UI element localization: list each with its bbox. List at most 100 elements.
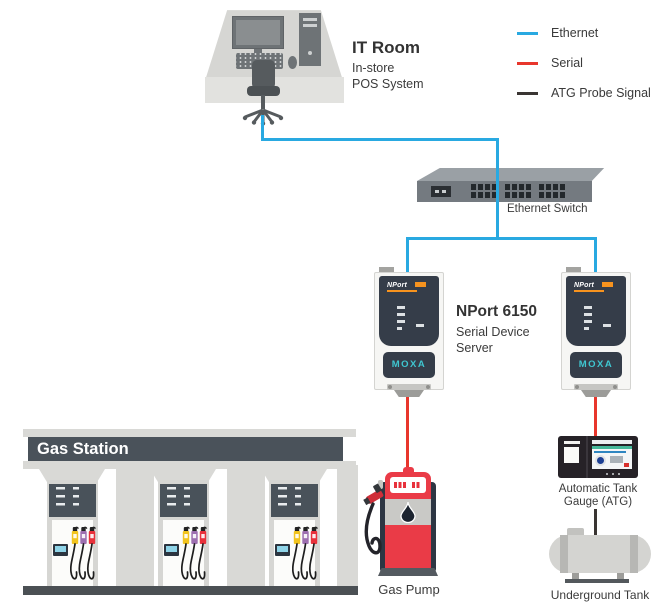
led-indicator (584, 320, 592, 323)
it-room-line1: In-store (352, 61, 395, 75)
gas-station-illustration: Gas Station (22, 424, 362, 596)
legend-label: Serial (551, 56, 583, 70)
price-dashes (56, 487, 65, 508)
legend-label: ATG Probe Signal (551, 86, 651, 100)
legend-item-atg: ATG Probe Signal (517, 86, 651, 100)
console-divider (586, 436, 588, 478)
mouse-icon (288, 56, 297, 69)
ethernet-switch-label: Ethernet Switch (507, 203, 588, 215)
atg-label-line2: Gauge (ATG) (563, 495, 633, 508)
led-indicator (397, 320, 405, 323)
legend-item-ethernet: Ethernet (517, 26, 599, 40)
printer-paper (564, 447, 579, 463)
ethernet-line-nport-left-v (406, 237, 409, 273)
atg-probe-swatch (517, 91, 538, 95)
dispenser-screen (164, 544, 179, 556)
connector-screw (575, 385, 579, 389)
led-indicator (397, 313, 405, 316)
nport-device-icon-left: NPort MOXA (374, 266, 444, 398)
dispenser-screen (275, 544, 290, 556)
console-top-bar (592, 440, 632, 444)
switch-top-face (417, 168, 605, 181)
switch-port-row (505, 184, 532, 190)
nport-logo-chip (415, 282, 426, 287)
nport-logo-bar (387, 290, 417, 292)
nport-device-icon-right: NPort MOXA (561, 266, 631, 398)
pump-nozzle-hose (363, 480, 384, 555)
ethernet-port-tab (379, 267, 394, 274)
atg-label-line1: Automatic Tank (558, 483, 638, 495)
tank-base (565, 579, 629, 583)
ethernet-line-switch-v (496, 138, 499, 240)
pump-display-digits (412, 482, 421, 488)
fuel-drop-icon (400, 501, 416, 523)
it-room-illustration (203, 8, 353, 126)
price-dashes (167, 487, 176, 508)
dispenser-screen (53, 544, 68, 556)
switch-port-row (505, 192, 532, 198)
legend-label: Ethernet (551, 26, 599, 40)
ethernet-port-tab (566, 267, 581, 274)
switch-sfp-module (431, 186, 451, 197)
atg-console-body (558, 436, 638, 478)
monitor-icon (232, 16, 284, 49)
printer-slot (564, 441, 580, 444)
canopy-pillar (337, 465, 358, 588)
atg-probe-line (594, 509, 597, 538)
it-room-line2: POS System (352, 77, 424, 91)
price-dashes (73, 487, 79, 508)
connector-screw (388, 385, 392, 389)
connector-screw (613, 385, 617, 389)
legend-item-serial: Serial (517, 56, 583, 70)
serial-connector-plug (581, 390, 611, 397)
fuel-dispenser (47, 480, 98, 588)
tank-band (560, 535, 568, 573)
nozzle-rack (70, 526, 96, 580)
moxa-logo: MOXA (383, 352, 435, 378)
switch-port-row (539, 192, 566, 198)
ethernet-swatch (517, 31, 538, 35)
nport-logo: NPort (574, 282, 595, 289)
switch-port-row (539, 184, 566, 190)
tank-leg (617, 573, 624, 580)
nport-line2: Server (456, 341, 493, 355)
atg-screen (592, 446, 632, 469)
nozzle-rack (181, 526, 207, 580)
ethernet-switch-icon (415, 166, 610, 206)
pump-display-digits (394, 482, 407, 488)
nport-logo-chip (602, 282, 613, 287)
led-indicator (603, 324, 611, 327)
led-indicator (397, 327, 402, 330)
canopy-pillar (227, 465, 265, 588)
tank-leg (572, 573, 579, 580)
pc-tower-icon (299, 13, 321, 66)
switch-port-row (471, 192, 498, 198)
nozzle-rack (292, 526, 318, 580)
atg-console-icon (556, 434, 640, 482)
serial-line-gas-pump (406, 392, 409, 472)
led-indicator (584, 327, 589, 330)
nport-front-panel: NPort (566, 276, 626, 346)
led-indicator (416, 324, 424, 327)
led-indicator (584, 306, 592, 309)
ground-strip (23, 586, 358, 595)
serial-connector (574, 384, 618, 390)
serial-line-atg (594, 392, 597, 438)
serial-swatch (517, 61, 538, 65)
atg-label: Automatic Tank Gauge (ATG) (537, 483, 659, 508)
pump-display (390, 477, 426, 493)
serial-connector (387, 384, 431, 390)
nport-title: NPort 6150 (456, 303, 537, 320)
tank-band (630, 535, 638, 573)
fuel-dispenser (158, 480, 209, 588)
fuel-dispenser (269, 480, 320, 588)
it-room-title: IT Room (352, 38, 420, 57)
canopy-pillar (116, 465, 154, 588)
nport-line1: Serial Device (456, 325, 530, 339)
serial-connector-plug (394, 390, 424, 397)
console-buttons (604, 472, 620, 476)
underground-tank-icon: Underground Tank (545, 526, 655, 604)
office-chair-icon (242, 60, 284, 126)
ethernet-line-nport-right-v (594, 237, 597, 273)
